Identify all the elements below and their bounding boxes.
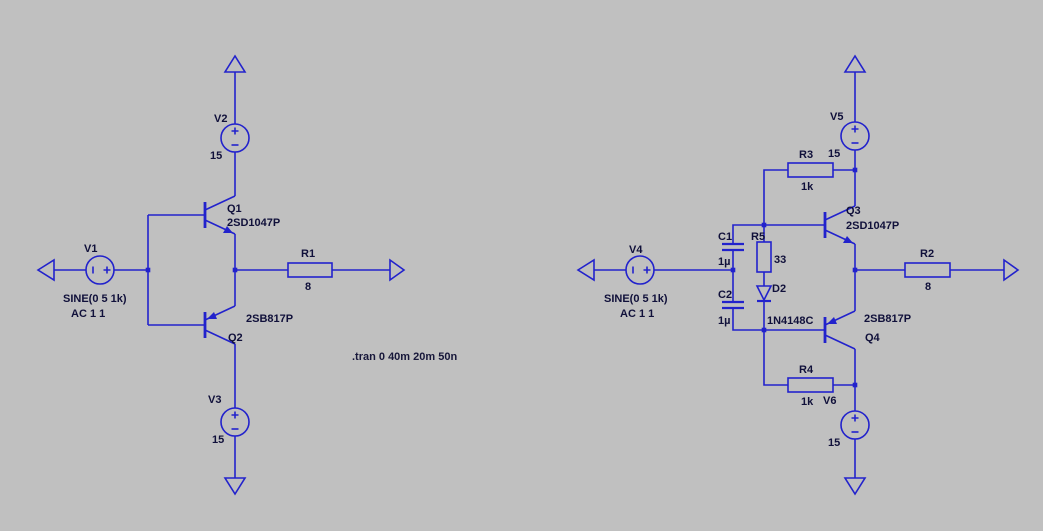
source-circle: [840, 410, 870, 440]
label-q3-name[interactable]: Q3: [846, 205, 861, 217]
source-circle: [85, 255, 115, 285]
voltage-source-v3[interactable]: [220, 407, 250, 437]
junction-dot: [730, 267, 736, 273]
resistor-r4[interactable]: [787, 377, 834, 393]
label-r1-name[interactable]: R1: [301, 248, 315, 260]
collector-line: [204, 195, 236, 211]
right-circuit: V5 15 V4 SINE(0 5 1k) AC 1 1 C1 1µ C2 1µ…: [576, 54, 1020, 496]
junction-dot: [232, 267, 238, 273]
label-v2-value[interactable]: 15: [210, 150, 222, 162]
label-v1-name[interactable]: V1: [84, 243, 97, 255]
label-v1-sine[interactable]: SINE(0 5 1k): [63, 293, 127, 305]
label-r2-value[interactable]: 8: [925, 281, 931, 293]
wire[interactable]: [732, 308, 825, 331]
source-circle: [220, 407, 250, 437]
label-c1-value[interactable]: 1µ: [718, 256, 730, 268]
collector-line: [824, 334, 856, 350]
left-circuit: V2 15 V1 SINE(0 5 1k) AC 1 1 Q1 2SD1047P…: [36, 54, 457, 496]
plus-mark-icon: [851, 125, 859, 133]
label-v6-name[interactable]: V6: [823, 395, 836, 407]
label-r5-name[interactable]: R5: [751, 231, 765, 243]
plus-mark-icon: [231, 127, 239, 135]
emitter-arrow-icon: [843, 236, 853, 243]
emitter-arrow-icon: [207, 312, 217, 319]
transistor-q4[interactable]: [823, 310, 856, 350]
label-q2-name[interactable]: Q2: [228, 332, 243, 344]
label-v5-value[interactable]: 15: [828, 148, 840, 160]
voltage-source-v6[interactable]: [840, 410, 870, 440]
voltage-source-v1[interactable]: [85, 255, 115, 285]
label-r2-name[interactable]: R2: [920, 248, 934, 260]
label-q3-model[interactable]: 2SD1047P: [846, 220, 899, 232]
resistor-r3[interactable]: [787, 162, 834, 178]
label-d2-name[interactable]: D2: [772, 283, 786, 295]
label-v3-name[interactable]: V3: [208, 394, 221, 406]
label-c2-value[interactable]: 1µ: [718, 315, 730, 327]
label-v3-value[interactable]: 15: [212, 434, 224, 446]
label-v4-name[interactable]: V4: [629, 244, 643, 256]
label-r3-name[interactable]: R3: [799, 149, 813, 161]
label-c1-name[interactable]: C1: [718, 231, 732, 243]
voltage-source-v2[interactable]: [220, 123, 250, 153]
resistor-body: [756, 241, 772, 273]
resistor-body: [787, 162, 834, 178]
source-circle: [625, 255, 655, 285]
plus-mark-icon: [851, 414, 859, 422]
emitter-arrow-icon: [223, 226, 233, 233]
voltage-source-v5[interactable]: [840, 121, 870, 151]
label-v1-ac[interactable]: AC 1 1: [71, 308, 105, 320]
diode-triangle: [755, 285, 773, 302]
label-c2-name[interactable]: C2: [718, 289, 732, 301]
label-v6-value[interactable]: 15: [828, 437, 840, 449]
plus-mark-icon: [103, 266, 111, 274]
collector-line: [204, 329, 236, 345]
wire[interactable]: [763, 330, 788, 386]
capacitor-c2[interactable]: [722, 300, 744, 310]
label-q2-model[interactable]: 2SB817P: [246, 313, 293, 325]
plus-mark-icon: [643, 266, 651, 274]
label-r3-value[interactable]: 1k: [801, 181, 814, 193]
junction-dot: [761, 327, 767, 333]
label-r4-value[interactable]: 1k: [801, 396, 814, 408]
junction-dot: [761, 222, 767, 228]
voltage-source-v4[interactable]: [625, 255, 655, 285]
junction-dot: [145, 267, 151, 273]
transistor-q1[interactable]: [203, 195, 236, 235]
transistor-q2[interactable]: [203, 305, 236, 345]
label-v2-name[interactable]: V2: [214, 113, 227, 125]
capacitor-c1[interactable]: [722, 242, 744, 252]
label-q4-name[interactable]: Q4: [865, 332, 881, 344]
collector-line: [824, 205, 856, 221]
label-d2-model[interactable]: 1N4148C: [767, 315, 814, 327]
junction-dot: [852, 382, 858, 388]
resistor-r2[interactable]: [904, 262, 951, 278]
resistor-body: [287, 262, 333, 278]
label-r1-value[interactable]: 8: [305, 281, 311, 293]
junction-dot: [852, 167, 858, 173]
label-q4-model[interactable]: 2SB817P: [864, 313, 911, 325]
wire[interactable]: [763, 169, 788, 225]
label-r5-value[interactable]: 33: [774, 254, 786, 266]
resistor-body: [904, 262, 951, 278]
transistor-q3[interactable]: [823, 205, 856, 245]
wire[interactable]: [732, 224, 825, 244]
junction-dot: [852, 267, 858, 273]
plus-mark-icon: [231, 411, 239, 419]
label-v4-sine[interactable]: SINE(0 5 1k): [604, 293, 668, 305]
diode-d2[interactable]: [755, 285, 773, 303]
spice-directive[interactable]: .tran 0 40m 20m 50n: [352, 351, 457, 363]
resistor-r1[interactable]: [287, 262, 333, 278]
source-circle: [840, 121, 870, 151]
label-q1-name[interactable]: Q1: [227, 203, 242, 215]
resistor-body: [787, 377, 834, 393]
label-q1-model[interactable]: 2SD1047P: [227, 217, 280, 229]
resistor-r5[interactable]: [756, 241, 772, 273]
emitter-arrow-icon: [827, 317, 837, 324]
label-v4-ac[interactable]: AC 1 1: [620, 308, 654, 320]
source-circle: [220, 123, 250, 153]
label-v5-name[interactable]: V5: [830, 111, 843, 123]
label-r4-name[interactable]: R4: [799, 364, 814, 376]
